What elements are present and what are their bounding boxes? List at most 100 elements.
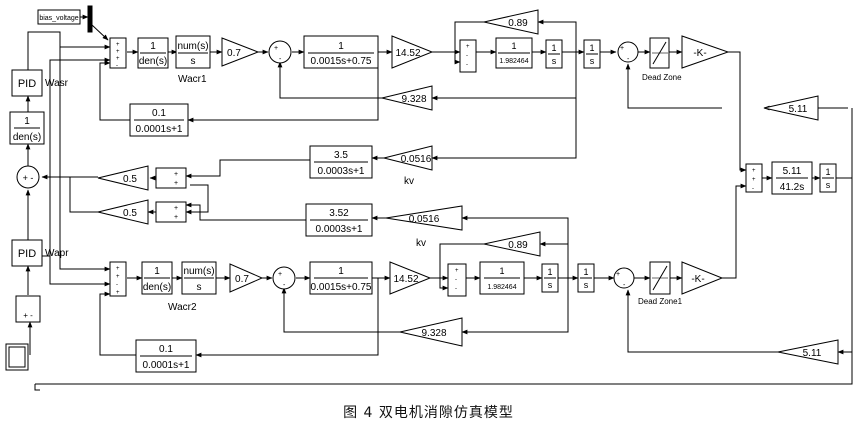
tf-left-block[interactable]: 1 den(s) (9, 111, 45, 145)
left-sum-circle[interactable]: + - (16, 165, 40, 189)
m2-sum-mech[interactable]: + - - (447, 263, 467, 297)
m1-gain-9-328[interactable]: 9.328 (381, 85, 433, 111)
gain-0-5-bottom[interactable]: 0.5 (97, 199, 149, 225)
svg-text:+: + (116, 42, 120, 48)
svg-text:-: - (116, 63, 118, 69)
m2-gain-14-52[interactable]: 14.52 (389, 261, 432, 295)
load-int-den: s (826, 180, 831, 190)
svg-text:+: + (116, 274, 120, 280)
bottom-sum-block[interactable]: + - (15, 295, 41, 323)
sum-kv-bottom[interactable]: + + (155, 201, 187, 223)
m1-gain-0-7[interactable]: 0.7 (221, 37, 260, 67)
gain-0-5-top[interactable]: 0.5 (97, 165, 149, 191)
svg-text:+ -: + - (23, 311, 33, 320)
bias-voltage-block[interactable]: bias_voltage (37, 9, 81, 25)
m2-kv-num: 3.52 (329, 208, 349, 219)
m2-kv-tf-block[interactable]: 3.52 0.0003s+1 (305, 203, 373, 237)
m1-sum-circle[interactable]: + - (268, 40, 292, 64)
svg-text:-: - (752, 186, 754, 192)
m1-sum-block[interactable]: + + + - (109, 37, 127, 69)
m1-sum-deadzone[interactable]: + - (617, 41, 639, 63)
m2-integrator-1[interactable]: 1 s (541, 263, 559, 293)
m1-gain-0-89[interactable]: 0.89 (483, 9, 539, 35)
gain-5-11-top-label: 5.11 (789, 104, 808, 115)
m2-wacr-block[interactable]: num(s) s (181, 261, 217, 295)
svg-text:+: + (116, 266, 120, 272)
m1-wacr-tag: Wacr1 (178, 74, 207, 85)
m2-sum-deadzone[interactable]: + - (613, 267, 635, 289)
svg-text:+: + (274, 45, 278, 52)
m2-tf-elec-block[interactable]: 1 0.0015s+0.75 (309, 261, 373, 295)
m1-wacr-block[interactable]: num(s) s (175, 35, 211, 69)
m1-kv-tag: kv (404, 176, 414, 187)
m2-gain-0-7[interactable]: 0.7 (229, 263, 264, 293)
svg-text:-: - (455, 277, 457, 283)
gain-0-5-bottom-label: 0.5 (123, 208, 137, 219)
m1-gain-0-7-label: 0.7 (227, 48, 241, 59)
m1-int2-num: 1 (589, 43, 594, 53)
m1-kv-num: 3.5 (334, 150, 348, 161)
svg-text:+: + (116, 56, 120, 62)
m2-gain-0-89[interactable]: 0.89 (483, 231, 541, 257)
m1-gain-14-52[interactable]: 14.52 (391, 35, 434, 69)
m2-deadzone-block[interactable] (649, 261, 671, 295)
m2-sum-circle[interactable]: + - (272, 266, 296, 290)
m1-gain-k[interactable]: -K- (681, 35, 730, 69)
pid-position-label: PID (18, 248, 36, 260)
load-int-num: 1 (825, 167, 830, 177)
m1-int2-den: s (590, 56, 595, 66)
pid-speed-block[interactable]: PID (11, 69, 43, 97)
m1-gain-9-328-label: 9.328 (401, 94, 426, 105)
svg-text:-: - (279, 56, 282, 63)
left-sum-sign: + - (23, 173, 34, 183)
signal-lines (25, 14, 853, 391)
m2-tf-den-block[interactable]: 1 den(s) (141, 261, 173, 295)
m2-gain-0-7-label: 0.7 (235, 274, 249, 285)
load-tf-den: 41.2s (780, 182, 804, 193)
m1-sum-mech[interactable]: + - - (459, 39, 477, 73)
m1-tf-elec-den: 0.0015s+0.75 (311, 56, 372, 67)
svg-text:+: + (116, 49, 120, 55)
m2-wacr-tag: Wacr2 (168, 302, 197, 313)
m2-fb-den: 0.0001s+1 (143, 360, 190, 371)
svg-text:+: + (278, 271, 282, 278)
m1-deadzone-block[interactable] (649, 37, 670, 69)
m2-gain-k[interactable]: -K- (681, 261, 724, 295)
m2-current-fb-block[interactable]: 0.1 0.0001s+1 (135, 339, 197, 373)
m2-deadzone-tag: Dead Zone1 (638, 297, 683, 306)
step-block[interactable] (5, 343, 29, 371)
load-tf-block[interactable]: 5.11 41.2s (771, 161, 813, 195)
load-sum-block[interactable]: + + - (745, 163, 763, 193)
m1-tf-mech-block[interactable]: 1 1.982464 (495, 37, 533, 69)
m1-kv-den: 0.0003s+1 (318, 166, 365, 177)
svg-text:+: + (174, 180, 178, 187)
m1-kv-tf-block[interactable]: 3.5 0.0003s+1 (309, 145, 373, 179)
m2-integrator-2[interactable]: 1 s (577, 263, 595, 293)
m2-gain-0-0516[interactable]: 0.0516 (385, 205, 463, 231)
m1-tf-mech-num: 1 (511, 41, 516, 51)
m1-gain-0-0516[interactable]: 0.0516 (383, 145, 433, 171)
gain-5-11-top[interactable]: 5.11 (763, 95, 819, 121)
m2-tf-mech-block[interactable]: 1 1.982464 (479, 261, 525, 295)
m2-kv-tag: kv (416, 238, 426, 249)
m1-tf-den-block[interactable]: 1 den(s) (137, 37, 169, 69)
m2-int1-den: s (548, 280, 553, 290)
load-integrator[interactable]: 1 s (819, 163, 837, 193)
svg-text:-: - (283, 282, 286, 289)
svg-text:-: - (466, 53, 468, 59)
gain-5-11-bottom[interactable]: 5.11 (777, 339, 839, 365)
m1-integrator-2[interactable]: 1 s (583, 39, 601, 69)
m2-int2-den: s (584, 280, 589, 290)
m2-tf-elec-num: 1 (338, 266, 344, 277)
m2-sum-block[interactable]: + + - + (109, 261, 127, 297)
pid-position-block[interactable]: PID (11, 239, 43, 267)
mux-bar[interactable] (87, 5, 93, 33)
m2-kv-den: 0.0003s+1 (316, 224, 363, 235)
m1-tf-elec-num: 1 (338, 41, 344, 52)
m1-integrator-1[interactable]: 1 s (545, 39, 563, 69)
m1-tf-elec-block[interactable]: 1 0.0015s+0.75 (303, 35, 379, 69)
m1-fb-den: 0.0001s+1 (136, 124, 183, 135)
m1-current-fb-block[interactable]: 0.1 0.0001s+1 (129, 103, 189, 137)
m2-gain-9-328[interactable]: 9.328 (399, 317, 463, 347)
sum-kv-top[interactable]: + + (155, 167, 187, 189)
